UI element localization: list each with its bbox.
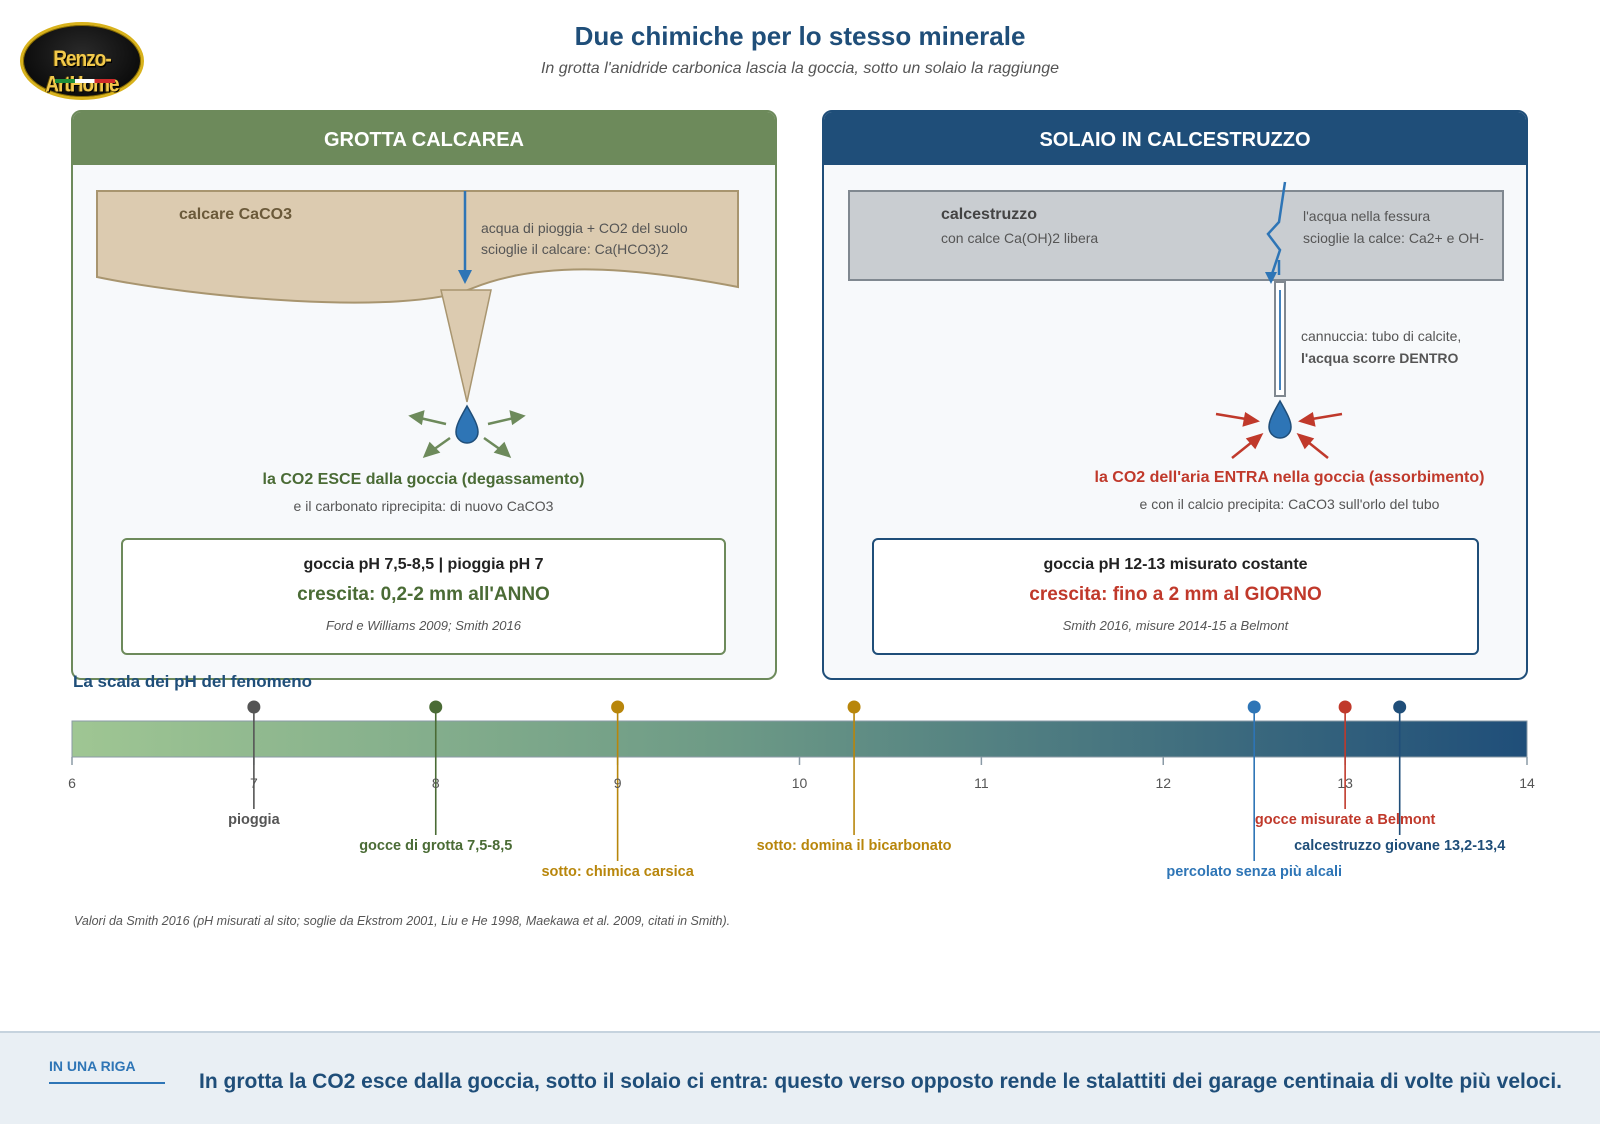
ph-tick-label: 6 [68,775,76,791]
ph-marker-label: percolato senza più alcali [1166,864,1343,880]
co2-out-subcaption: e il carbonato riprecipita: di nuovo CaC… [293,498,554,514]
stalactite-shape [440,289,492,403]
ph-marker-dot [1393,700,1407,714]
co2-in-caption: la CO2 dell'aria ENTRA nella goccia (ass… [1094,469,1485,486]
ph-marker-label: gocce di grotta 7,5-8,5 [359,838,513,854]
ph-marker-label: calcestruzzo giovane 13,2-13,4 [1294,838,1506,854]
cave-panel: GROTTA CALCAREA calcare CaCO3 acqua di p… [71,110,777,680]
source-note: Valori da Smith 2016 (pH misurati al sit… [74,914,731,928]
crack-text-line2: scioglie la calce: Ca2+ e OH- [1303,230,1484,246]
concrete-info-box: goccia pH 12-13 misurato costante cresci… [872,538,1479,655]
ph-marker-label: sotto: domina il bicarbonato [756,838,952,854]
concrete-illustration [848,181,1504,459]
ph-scale-ticks [71,757,1528,765]
cave-info-box: goccia pH 7,5-8,5 | pioggia pH 7 crescit… [121,538,726,655]
page-subtitle: In grotta l'anidride carbonica lascia la… [540,60,1060,77]
concrete-layer [848,190,1504,281]
straw-text-line1: cannuccia: tubo di calcite, [1301,328,1462,344]
ph-marker-label: gocce misurate a Belmont [1254,812,1436,828]
page-title: Due chimiche per lo stesso minerale [574,21,1026,51]
concrete-ph-text: goccia pH 12-13 misurato costante [1043,556,1308,573]
ph-marker-dot [429,700,443,714]
crack-text-line1: l'acqua nella fessura [1303,208,1431,224]
co2-in-subcaption: e con il calcio precipita: CaCO3 sull'or… [1139,496,1440,512]
ph-scale-markers [247,700,1407,861]
ph-marker-dot [1247,700,1261,714]
co2-out-arrows-icon [408,410,526,458]
concrete-growth-text: crescita: fino a 2 mm al GIORNO [1029,584,1322,605]
ph-marker-label: sotto: chimica carsica [541,864,694,880]
ph-tick-label: 7 [249,775,258,791]
ph-tick-label: 11 [974,775,989,791]
ph-tick-label: 13 [1337,775,1353,791]
ph-scale-title: La scala dei pH del fenomeno [73,672,313,691]
summary-label: IN UNA RIGA [49,1058,136,1074]
limestone-layer [96,190,739,304]
summary-bar: IN UNA RIGA In grotta la CO2 esce dalla … [0,1031,1600,1124]
concrete-source-text: Smith 2016, misure 2014-15 a Belmont [1062,618,1289,633]
cave-growth-text: crescita: 0,2-2 mm all'ANNO [297,584,550,605]
ph-marker-dot [247,700,261,714]
ph-marker-label: pioggia [228,812,280,828]
ph-tick-label: 12 [1155,775,1172,791]
concrete-sub-label: con calce Ca(OH)2 libera [941,230,1099,246]
logo-text: Renzo-ArtHome [45,47,119,98]
cave-panel-heading: GROTTA CALCAREA [73,112,775,165]
concrete-panel-heading: SOLAIO IN CALCESTRUZZO [824,112,1526,165]
cave-illustration [96,190,739,458]
ph-tick-label: 8 [431,775,440,791]
co2-in-arrows-icon [1215,411,1343,459]
concrete-panel: SOLAIO IN CALCESTRUZZO calcestruzzo con … [822,110,1528,680]
water-drop-icon [1268,399,1292,439]
ph-marker-dot [847,700,861,714]
limestone-label: calcare CaCO3 [179,206,292,223]
rain-text-line1: acqua di pioggia + CO2 del suolo [481,220,688,236]
cave-source-text: Ford e Williams 2009; Smith 2016 [326,618,521,633]
ph-marker-dot [1338,700,1352,714]
italian-flag-stripe [55,79,115,83]
ph-tick-label: 10 [791,775,808,791]
ph-tick-label: 9 [613,775,622,791]
crack-icon [1266,181,1287,278]
water-drop-icon [455,404,479,444]
summary-label-underline [49,1082,165,1084]
straw-text-line2: l'acqua scorre DENTRO [1301,350,1459,366]
ph-gradient-bar [71,720,1528,758]
ph-tick-label: 14 [1519,775,1535,791]
co2-out-caption: la CO2 ESCE dalla goccia (degassamento) [262,471,585,488]
ph-marker-dot [611,700,625,714]
concrete-label: calcestruzzo [941,206,1038,223]
summary-text: In grotta la CO2 esce dalla goccia, sott… [199,1070,1563,1093]
rain-text-line2: scioglie il calcare: Ca(HCO3)2 [481,241,669,257]
cave-ph-text: goccia pH 7,5-8,5 | pioggia pH 7 [303,556,544,573]
ph-scale-bar [71,700,1528,861]
logo: Renzo-ArtHome [20,22,144,100]
